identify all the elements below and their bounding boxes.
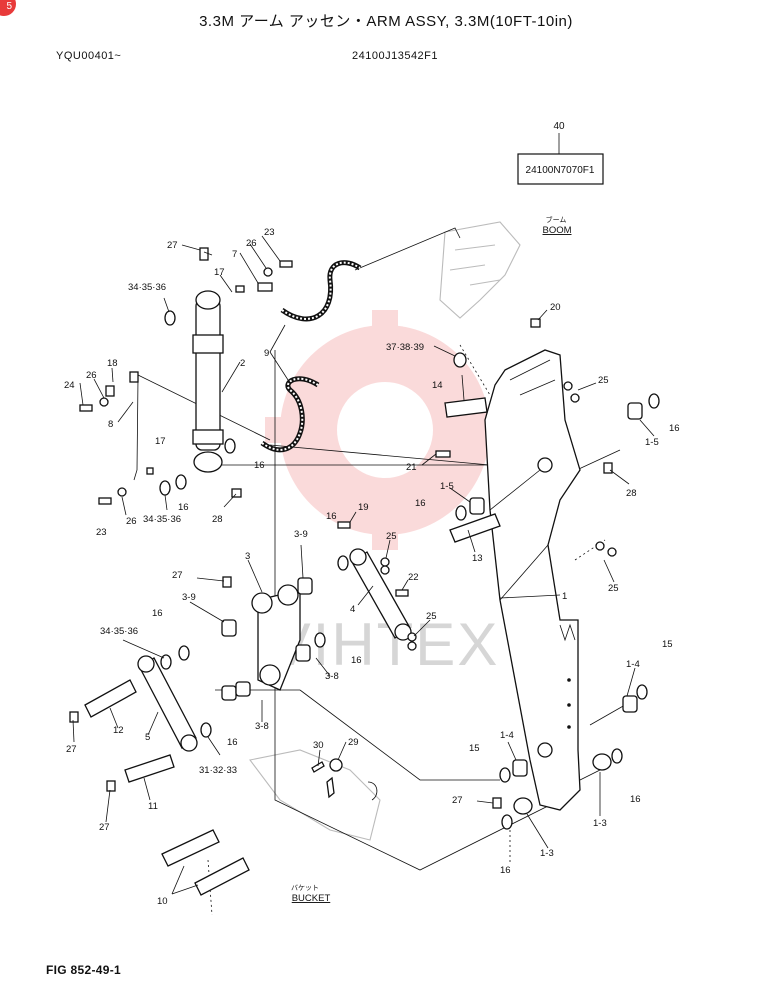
watermark-text: VIHTEX — [271, 611, 500, 678]
callout-11: 11 — [148, 801, 158, 812]
bushings — [221, 402, 643, 815]
bucket-label: BUCKET — [292, 893, 331, 904]
callout-12: 12 — [113, 725, 124, 736]
callout-27b: 27 — [172, 570, 183, 581]
callout-17b: 17 — [155, 436, 166, 447]
arm-link-4 — [349, 548, 412, 641]
assembly-guide-lines — [137, 227, 626, 916]
callout-15b: 15 — [469, 743, 480, 754]
callout-1: 1 — [562, 591, 567, 602]
callout-16c: 16 — [178, 502, 189, 513]
callout-34-35-36a: 34·35·36 — [128, 282, 166, 293]
diagram-title: 3.3M アーム アッセン・ARM ASSY, 3.3M(10FT-10in) — [199, 13, 573, 30]
callout-16f: 16 — [152, 608, 163, 619]
callout-3-8a: 3-8 — [325, 671, 339, 682]
callout-26c: 26 — [126, 516, 137, 527]
callout-16d: 16 — [326, 511, 337, 522]
callout-3-9a: 3-9 — [294, 529, 308, 540]
callout-1-4a: 1-4 — [626, 659, 640, 670]
callout-26b: 26 — [86, 370, 97, 381]
callout-23b: 23 — [96, 527, 107, 538]
callout-28b: 28 — [626, 488, 637, 499]
callout-4: 4 — [350, 604, 355, 615]
callout-15a: 15 — [662, 639, 673, 650]
callout-25a: 25 — [598, 375, 609, 386]
callout-2: 2 — [240, 358, 245, 369]
callout-1-3b: 1-3 — [540, 848, 554, 859]
callout-27a: 27 — [167, 240, 178, 251]
callout-27d: 27 — [99, 822, 110, 833]
callout-16i: 16 — [630, 794, 641, 805]
callout-8: 8 — [108, 419, 113, 430]
callout-16h: 16 — [227, 737, 238, 748]
arm-body — [484, 349, 581, 811]
callout-1-5a: 1-5 — [645, 437, 659, 448]
boom-label: BOOM — [542, 225, 571, 236]
bucket-label-jp: バケット — [291, 884, 319, 892]
callout-24: 24 — [64, 380, 75, 391]
callout-16e: 16 — [415, 498, 426, 509]
callout-27e: 27 — [452, 795, 463, 806]
callout-34-35-36c: 34·35·36 — [100, 626, 138, 637]
small-hardware — [69, 247, 617, 809]
callout-3-8b: 3-8 — [255, 721, 269, 732]
leader-lines — [72, 235, 655, 895]
callout-31-32-33: 31·32·33 — [199, 765, 237, 776]
callout-26a: 26 — [246, 238, 257, 249]
pins — [84, 397, 501, 896]
callout-20: 20 — [550, 302, 561, 313]
arm-link-5 — [137, 655, 198, 752]
callout-labels: 1 2 3 4 5 7 8 9 10 11 12 13 14 15 15 16 … — [64, 227, 680, 907]
callout-29: 29 — [348, 737, 359, 748]
callout-7: 7 — [232, 249, 237, 260]
callout-16b: 16 — [254, 460, 265, 471]
callout-21: 21 — [406, 462, 417, 473]
boom-label-jp: ブーム — [546, 215, 567, 224]
figure-number: FIG 852-49-1 — [46, 963, 121, 977]
callout-37-38-39: 37·38·39 — [386, 342, 424, 353]
kit-box-part: 24100N7070F1 — [526, 165, 595, 176]
callout-25b: 25 — [386, 531, 397, 542]
washers — [159, 310, 660, 830]
boom-outline: ブーム BOOM — [439, 215, 572, 319]
callout-3: 3 — [245, 551, 250, 562]
callout-3-9b: 3-9 — [182, 592, 196, 603]
callout-9: 9 — [264, 348, 269, 359]
callout-1-5b: 1-5 — [440, 481, 454, 492]
corner-badge: 5 — [0, 0, 16, 16]
hydraulic-hoses — [260, 260, 362, 453]
callout-25d: 25 — [426, 611, 437, 622]
callout-16g: 16 — [351, 655, 362, 666]
callout-13: 13 — [472, 553, 483, 564]
arm-link-3 — [251, 584, 301, 691]
assembly-part-number: 24100J13542F1 — [352, 50, 439, 62]
callout-18: 18 — [107, 358, 118, 369]
callout-30: 30 — [313, 740, 324, 751]
callout-19: 19 — [358, 502, 369, 513]
callout-28a: 28 — [212, 514, 223, 525]
callout-25c: 25 — [608, 583, 619, 594]
callout-1-3a: 1-3 — [593, 818, 607, 829]
callout-16j: 16 — [500, 865, 511, 876]
callout-10: 10 — [157, 896, 168, 907]
bucket-outline: バケット BUCKET — [249, 749, 381, 904]
kit-box-number: 40 — [553, 121, 565, 132]
callout-14: 14 — [432, 380, 443, 391]
callout-27c: 27 — [66, 744, 77, 755]
callout-16a: 16 — [669, 423, 680, 434]
callout-23a: 23 — [264, 227, 275, 238]
callout-5: 5 — [145, 732, 150, 743]
callout-17a: 17 — [214, 267, 225, 278]
kit-box: 40 24100N7070F1 — [517, 121, 604, 185]
callout-34-35-36b: 34·35·36 — [143, 514, 181, 525]
callout-1-4b: 1-4 — [500, 730, 514, 741]
arm-cylinder — [192, 290, 224, 473]
callout-22: 22 — [408, 572, 419, 583]
serial-range: YQU00401~ — [56, 50, 122, 62]
